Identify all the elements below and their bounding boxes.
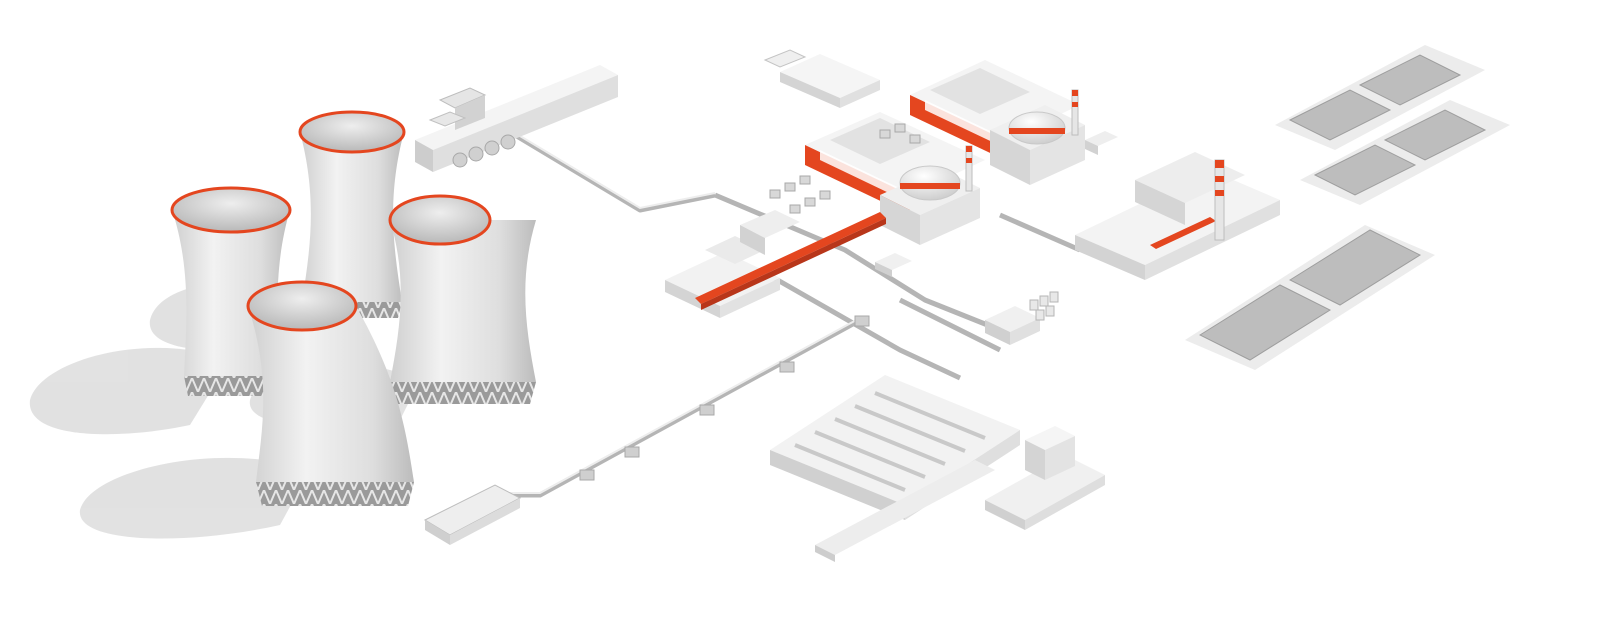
- ventilation-stack: [965, 145, 973, 192]
- water-intake: [423, 484, 522, 545]
- reactor-building: [880, 165, 980, 245]
- cooling-tower: [298, 110, 406, 318]
- storage-facility: [770, 375, 1020, 562]
- auxiliary-building: [665, 210, 800, 318]
- cooling-tower: [388, 194, 536, 404]
- administration-building: [763, 49, 880, 108]
- guard-house: [985, 426, 1105, 530]
- small-building: [875, 131, 1118, 345]
- ventilation-stack: [1071, 89, 1079, 136]
- pipe-supports: [579, 315, 870, 481]
- cooling-tower: [246, 280, 414, 506]
- auxiliary-boiler: [1075, 152, 1280, 280]
- tank-cluster: [1029, 291, 1059, 321]
- settling-pond-group: [1185, 45, 1510, 370]
- switchyard: [769, 123, 921, 214]
- reactor-building: [990, 105, 1085, 185]
- pump-station: [415, 65, 618, 172]
- orange-duct: [695, 212, 886, 310]
